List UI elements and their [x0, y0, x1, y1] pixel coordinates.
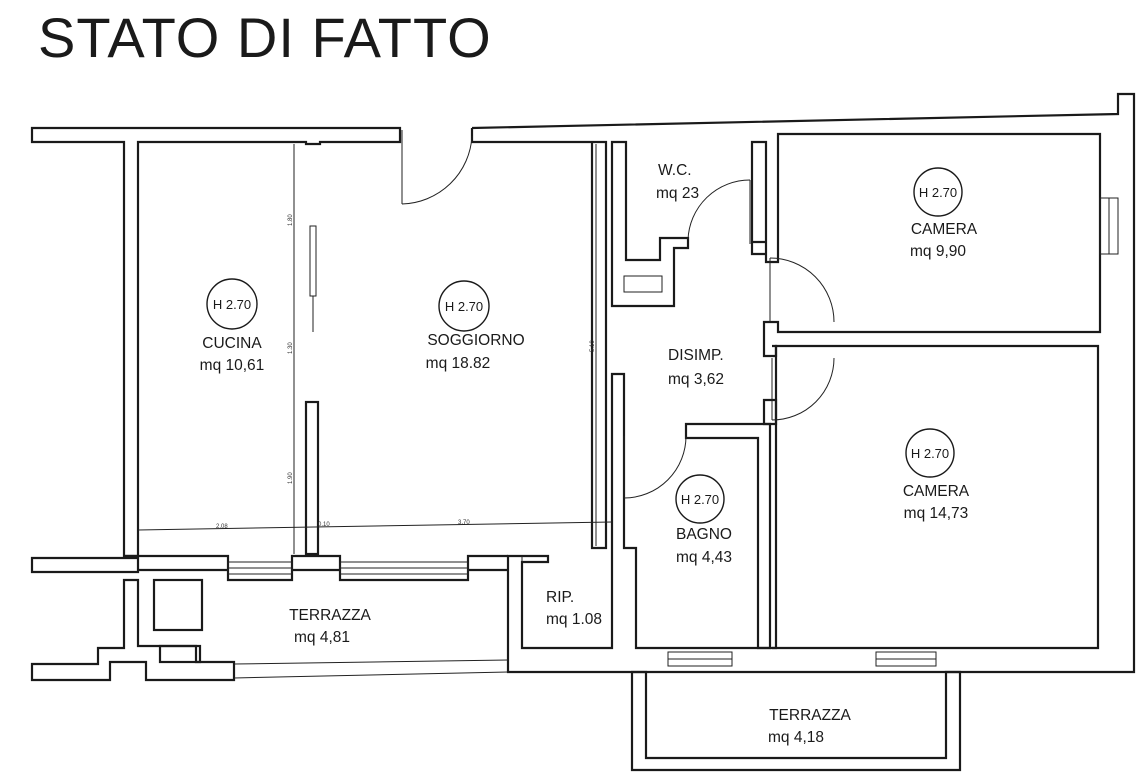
room-area: mq 18.82 [426, 355, 491, 372]
room-area: mq 4,81 [294, 629, 350, 646]
height-marker [438, 280, 490, 332]
dimension-label: 5.10 [590, 340, 596, 352]
room-name: BAGNO [676, 526, 732, 543]
height-marker [675, 474, 725, 524]
door-swings [401, 130, 835, 499]
dimension-label: 1.30 [288, 342, 294, 354]
room-name: DISIMP. [668, 347, 724, 364]
room-area: mq 10,61 [200, 357, 265, 374]
dimension-label: 1.90 [288, 472, 294, 484]
room-height: H 2.70 [445, 299, 483, 314]
room-height: H 2.70 [213, 297, 251, 312]
dimension-label: 0.10 [318, 522, 330, 528]
height-marker [913, 167, 963, 217]
height-marker [905, 428, 955, 478]
dimension-label: 1.80 [288, 214, 294, 226]
room-height: H 2.70 [919, 185, 957, 200]
room-name: SOGGIORNO [427, 332, 524, 349]
dimension-lines [137, 144, 613, 554]
room-camera-2: H 2.70 CAMERA mq 14,73 [903, 428, 970, 522]
room-wc: W.C. mq 23 [656, 162, 699, 202]
room-ripostiglio: RIP. mq 1.08 [546, 589, 602, 628]
room-area: mq 1.08 [546, 611, 602, 628]
room-name: RIP. [546, 589, 574, 606]
room-cucina: H 2.70 CUCINA mq 10,61 [200, 278, 265, 374]
room-height: H 2.70 [681, 492, 719, 507]
dimension-label: 3.70 [458, 520, 470, 526]
room-area: mq 4,18 [768, 729, 824, 746]
room-camera-1: H 2.70 CAMERA mq 9,90 [910, 167, 978, 260]
room-name: TERRAZZA [769, 707, 851, 724]
room-bagno: H 2.70 BAGNO mq 4,43 [675, 474, 732, 566]
room-area: mq 23 [656, 185, 699, 202]
room-name: CUCINA [202, 335, 262, 352]
room-disimpegno: DISIMP. mq 3,62 [668, 347, 724, 388]
room-name: CAMERA [903, 483, 970, 500]
room-area: mq 3,62 [668, 371, 724, 388]
room-name: CAMERA [911, 221, 978, 238]
room-height: H 2.70 [911, 446, 949, 461]
height-marker [206, 278, 258, 330]
room-terrazza-2: TERRAZZA mq 4,18 [768, 707, 852, 746]
room-area: mq 9,90 [910, 243, 966, 260]
walls [30, 92, 1136, 772]
room-area: mq 14,73 [904, 505, 969, 522]
room-terrazza-1: TERRAZZA mq 4,81 [289, 607, 371, 646]
room-area: mq 4,43 [676, 549, 732, 566]
room-name: TERRAZZA [289, 607, 371, 624]
room-name: W.C. [658, 162, 692, 179]
room-soggiorno: H 2.70 SOGGIORNO mq 18.82 [426, 280, 525, 372]
plan-title: STATO DI FATTO [38, 6, 492, 69]
dimension-label: 2.08 [216, 524, 228, 530]
